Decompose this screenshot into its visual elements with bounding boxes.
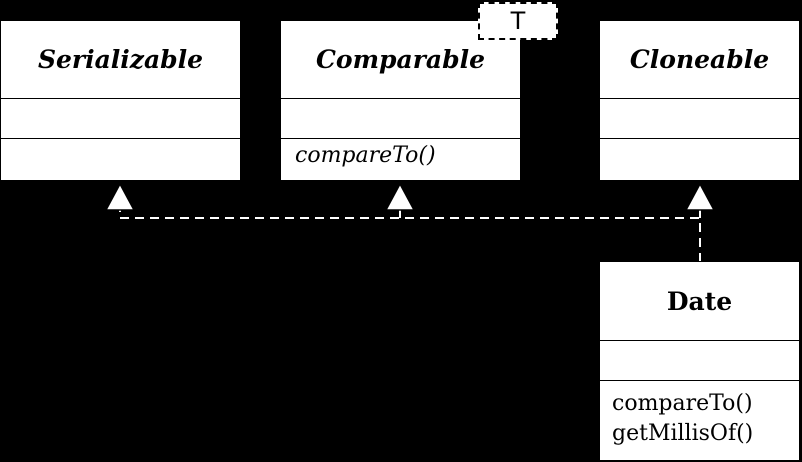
attributes-compartment-comparable xyxy=(281,99,520,139)
operation-compareto: compareTo() xyxy=(612,391,753,416)
realization-arrowhead-serializable xyxy=(104,182,136,211)
realization-arrowhead-comparable xyxy=(384,182,416,211)
attributes-compartment-date xyxy=(600,341,799,381)
realization-line-date-serializable xyxy=(119,206,701,262)
class-name-comparable: Comparable xyxy=(281,21,520,99)
operations-compartment-serializable xyxy=(1,139,240,180)
class-name-cloneable: Cloneable xyxy=(600,21,799,99)
realization-arrowhead-cloneable xyxy=(684,182,716,211)
class-cloneable[interactable]: Cloneable xyxy=(599,20,800,181)
class-name-date: Date xyxy=(600,262,799,341)
operations-compartment-comparable: compareTo() xyxy=(281,139,520,180)
class-comparable[interactable]: Comparable compareTo() xyxy=(280,20,521,181)
attributes-compartment-serializable xyxy=(1,99,240,139)
operations-compartment-cloneable xyxy=(600,139,799,180)
operation-compareto: compareTo() xyxy=(295,143,436,168)
attributes-compartment-cloneable xyxy=(600,99,799,139)
class-name-serializable: Serializable xyxy=(1,21,240,99)
operation-getmillisof: getMillisOf() xyxy=(612,421,754,446)
type-parameter-box: T xyxy=(478,2,558,40)
operations-compartment-date: compareTo() getMillisOf() xyxy=(600,381,799,460)
class-date[interactable]: Date compareTo() getMillisOf() xyxy=(599,261,800,461)
class-serializable[interactable]: Serializable xyxy=(0,20,241,181)
